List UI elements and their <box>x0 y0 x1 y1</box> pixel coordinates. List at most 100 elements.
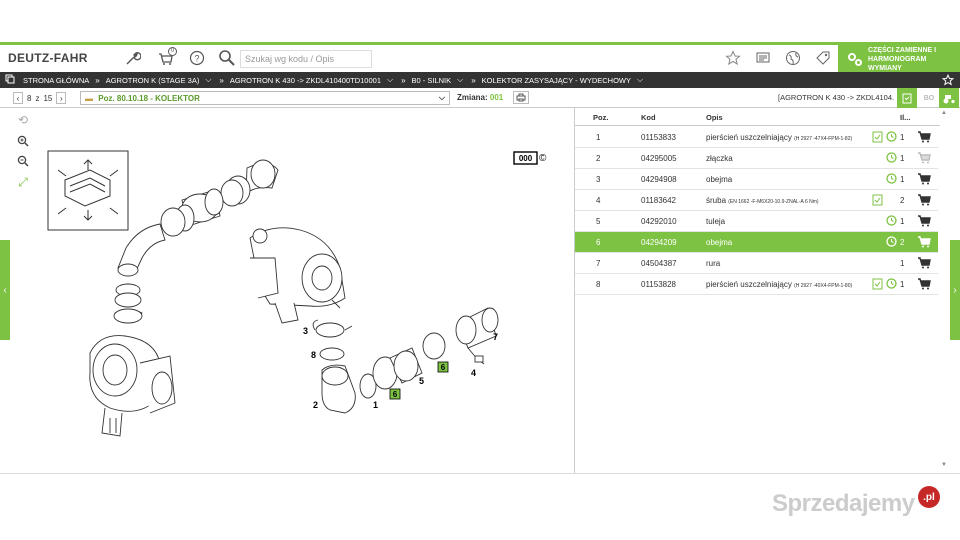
breadcrumb-separator-icon: » <box>401 75 406 85</box>
right-side-tab[interactable]: › <box>950 240 960 340</box>
label-6a: 6 <box>393 390 398 399</box>
wrench-icon[interactable] <box>122 47 144 69</box>
cell-poz: 4 <box>596 196 601 205</box>
cell-kod[interactable]: 01153833 <box>641 133 676 142</box>
add-to-cart-icon[interactable] <box>917 152 931 166</box>
page-total: 15 <box>43 93 53 103</box>
table-scrollbar[interactable]: ▲ ▼ <box>941 110 947 468</box>
label-2: 2 <box>313 400 318 410</box>
cell-kod[interactable]: 01153828 <box>641 280 676 289</box>
cell-poz: 1 <box>596 133 601 142</box>
cell-opis-text: obejma <box>706 175 733 184</box>
add-to-cart-icon[interactable] <box>917 194 931 208</box>
toolbar: ‹ 8 z 15 › ▬ Poz. 80.10.18 - KOLEKTOR ⌵ … <box>0 88 960 108</box>
cell-kod[interactable]: 04294908 <box>641 175 677 184</box>
breadcrumb-assembly[interactable]: KOLEKTOR ZASYSAJĄCY - WYDECHOWY <box>481 75 632 85</box>
breadcrumb-group[interactable]: B0 - SILNIK <box>411 75 452 85</box>
print-button[interactable] <box>513 91 529 104</box>
clock-icon[interactable] <box>886 236 897 249</box>
left-side-tab[interactable]: ‹ <box>0 240 10 340</box>
model-path-select[interactable]: [AGROTRON K 430 -> ZKDL4104... <box>778 93 894 102</box>
cell-kod[interactable]: 04504387 <box>641 259 677 268</box>
breadcrumb-series[interactable]: AGROTRON K (STAGE 3A) <box>105 75 200 85</box>
document-icon[interactable] <box>872 194 883 208</box>
cell-poz: 2 <box>596 154 601 163</box>
chevron-down-icon[interactable]: ⌵ <box>387 75 394 84</box>
clock-icon[interactable] <box>886 173 897 186</box>
next-page-button[interactable]: › <box>56 92 67 104</box>
table-header: Poz. Kod Opis Il... <box>575 108 940 126</box>
chevron-down-icon[interactable]: ⌵ <box>205 75 212 84</box>
document-icon[interactable] <box>872 131 883 145</box>
zoom-in-icon[interactable] <box>16 134 30 148</box>
cell-poz: 6 <box>596 238 601 247</box>
search-input[interactable]: Szukaj wg kodu / Opis <box>240 50 372 68</box>
table-row[interactable]: 4 01183642 śruba (EN 1662 -F-M6X20-10.9-ZN… <box>575 190 938 211</box>
help-icon[interactable]: ? <box>186 47 208 69</box>
globe-icon[interactable] <box>782 47 804 69</box>
message-icon[interactable] <box>752 47 774 69</box>
cell-opis: śruba (EN 1662 -F-M6X20-10.9-ZNAL-A 6 Nm… <box>706 196 819 205</box>
clock-icon[interactable] <box>886 278 897 291</box>
page-current: 8 <box>27 93 32 103</box>
prev-page-button[interactable]: ‹ <box>13 92 23 104</box>
add-to-cart-icon[interactable] <box>917 131 931 145</box>
cell-poz: 5 <box>596 217 601 226</box>
bo-icon[interactable]: BO <box>923 94 935 102</box>
cart-icon[interactable]: 0 <box>155 47 177 69</box>
svg-text:?: ? <box>194 54 199 64</box>
cell-kod[interactable]: 04294209 <box>641 238 677 247</box>
cell-opis-note: (H 2927 -40X4-FPM-1-80) <box>794 283 853 289</box>
breadcrumb-separator-icon: » <box>95 75 100 85</box>
brand-logo[interactable]: DEUTZ-FAHR <box>8 51 88 65</box>
breadcrumb-home[interactable]: STRONA GŁÓWNA <box>23 75 90 85</box>
star-icon[interactable] <box>722 47 744 69</box>
col-header-kod[interactable]: Kod <box>641 113 656 122</box>
clipboard-icon[interactable] <box>897 88 917 108</box>
tractor-icon[interactable] <box>939 88 959 108</box>
zoom-out-icon[interactable] <box>16 154 30 168</box>
cell-kod[interactable]: 04295005 <box>641 154 677 163</box>
chevron-down-icon[interactable]: ⌵ <box>637 75 644 84</box>
position-select[interactable]: ▬ Poz. 80.10.18 - KOLEKTOR ⌵ <box>80 91 450 105</box>
cell-qty: 2 <box>900 196 905 205</box>
add-to-cart-icon[interactable] <box>917 215 931 229</box>
add-to-cart-icon[interactable] <box>917 278 931 292</box>
add-to-cart-icon[interactable] <box>917 257 931 271</box>
chevron-down-icon: ⌵ <box>438 93 445 102</box>
tag-icon[interactable] <box>812 47 834 69</box>
col-header-poz[interactable]: Poz. <box>593 113 609 122</box>
search-icon[interactable] <box>216 47 238 69</box>
header: DEUTZ-FAHR 0 ? Szukaj wg kodu / Opis <box>0 45 960 72</box>
clock-icon[interactable] <box>886 152 897 165</box>
add-to-cart-icon[interactable] <box>917 173 931 187</box>
cell-opis-text: złączka <box>706 154 733 163</box>
parts-schedule-label: CZĘŚCI ZAMIENNE I HARMONOGRAM WYMIANY <box>868 47 937 72</box>
cart-count-badge: 0 <box>168 47 177 56</box>
clock-icon[interactable] <box>886 131 897 144</box>
star-outline-icon[interactable] <box>941 73 955 88</box>
cell-opis-note: (EN 1662 -F-M6X20-10.9-ZNAL-A 6 Nm) <box>728 199 819 205</box>
breadcrumb-model[interactable]: AGROTRON K 430 -> ZKDL410400TD10001 <box>229 75 381 85</box>
copy-icon[interactable] <box>5 74 15 86</box>
chevron-down-icon[interactable]: ⌵ <box>457 75 464 84</box>
fit-screen-icon[interactable]: ⤢ <box>18 174 28 189</box>
col-header-opis[interactable]: Opis <box>706 113 723 122</box>
label-6b-badge <box>437 361 449 373</box>
clock-icon[interactable] <box>886 215 897 228</box>
add-to-cart-icon[interactable] <box>917 236 931 250</box>
rotate-icon[interactable]: ⟲ <box>17 113 29 127</box>
panel-divider[interactable] <box>574 108 575 473</box>
col-header-il[interactable]: Il... <box>900 113 911 122</box>
cell-kod[interactable]: 04292010 <box>641 217 677 226</box>
parts-schedule-button[interactable]: CZĘŚCI ZAMIENNE I HARMONOGRAM WYMIANY <box>838 45 960 72</box>
cell-kod[interactable]: 01183642 <box>641 196 676 205</box>
document-icon[interactable] <box>872 278 883 292</box>
